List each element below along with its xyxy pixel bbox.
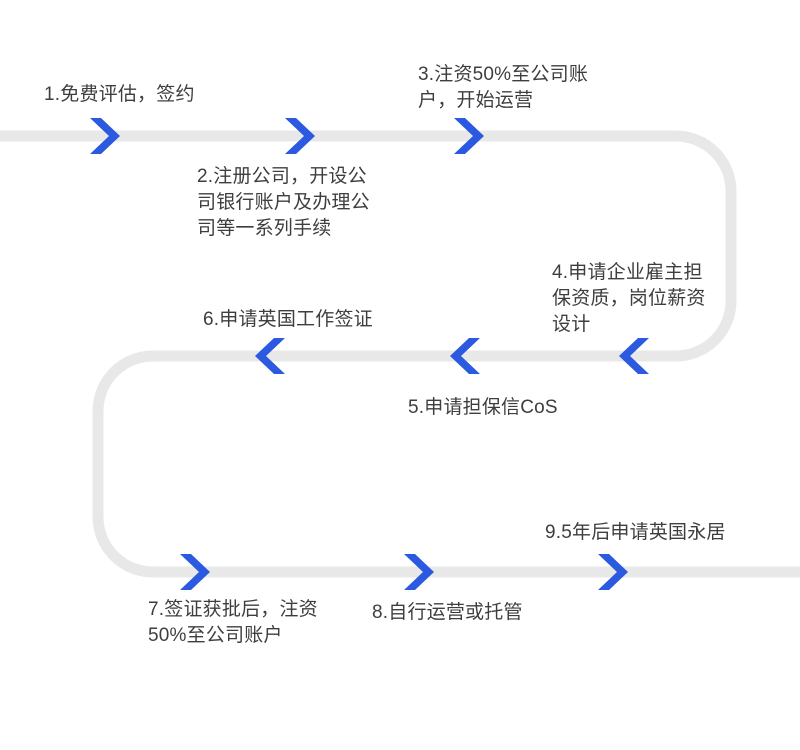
step-8-label: 8.自行运营或托管 (372, 602, 523, 623)
step-1-label: 1.免费评估，签约 (44, 84, 195, 105)
step-3-label: 3.注资50%至公司账 户，开始运营 (418, 64, 589, 111)
step-6-label: 6.申请英国工作签证 (203, 309, 373, 330)
flow-path-line (0, 130, 800, 578)
step-4-label: 4.申请企业雇主担 保资质，岗位薪资 设计 (552, 262, 706, 335)
step-5-label: 5.申请担保信CoS (408, 397, 558, 418)
step-2-label: 2.注册公司，开设公 司银行账户及办理公 司等一系列手续 (197, 166, 370, 239)
step-7-label: 7.签证获批后，注资 50%至公司账户 (148, 599, 318, 646)
step-9-label: 9.5年后申请英国永居 (545, 522, 726, 543)
